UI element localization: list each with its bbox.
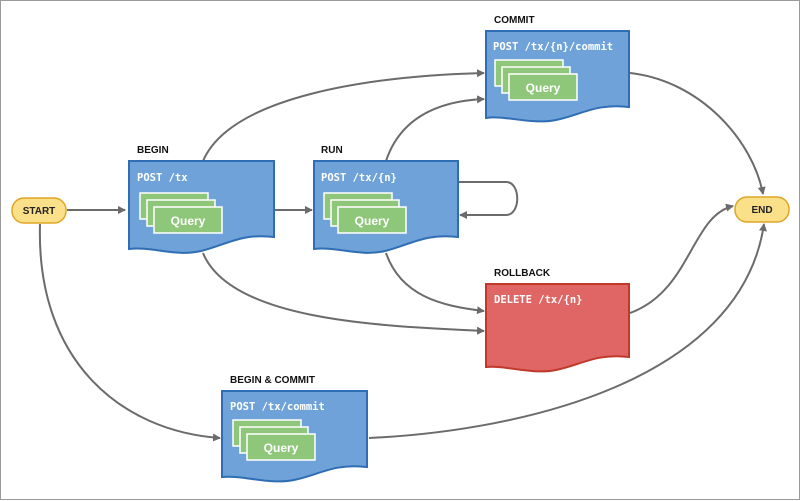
edge-begin-to-rollback xyxy=(202,252,485,335)
begin-commit-node: BEGIN & COMMIT POST /tx/commit Query xyxy=(221,375,368,483)
commit-node: COMMIT POST /tx/{n}/commit Query xyxy=(485,15,630,123)
run-query-stack: Query xyxy=(323,192,407,234)
run-title: RUN xyxy=(321,145,343,156)
edge-commit-to-end xyxy=(629,72,766,195)
run-endpoint: POST /tx/{n} xyxy=(321,172,397,184)
run-node: RUN POST /tx/{n} Query xyxy=(313,145,459,254)
start-node: START xyxy=(11,197,67,224)
rollback-endpoint: DELETE /tx/{n} xyxy=(494,294,583,306)
commit-query-label: Query xyxy=(526,81,561,95)
begin-commit-query-label: Query xyxy=(264,441,299,455)
commit-endpoint: POST /tx/{n}/commit xyxy=(493,41,613,53)
edge-run-self-loop xyxy=(458,181,519,219)
begin-node: BEGIN POST /tx Query xyxy=(128,145,275,254)
commit-title: COMMIT xyxy=(494,15,535,26)
begin-commit-query-stack: Query xyxy=(232,419,316,461)
begin-query-label: Query xyxy=(171,214,206,228)
edge-rollback-to-end xyxy=(629,203,734,314)
begin-title: BEGIN xyxy=(137,145,169,156)
end-label: END xyxy=(751,205,772,216)
edge-start-to-begin-commit xyxy=(38,223,221,442)
begin-endpoint: POST /tx xyxy=(137,172,188,184)
edge-begin-commit-to-end xyxy=(368,223,767,439)
run-query-label: Query xyxy=(355,214,390,228)
begin-commit-endpoint: POST /tx/commit xyxy=(230,401,325,413)
commit-query-stack: Query xyxy=(494,59,578,101)
start-label: START xyxy=(23,206,56,217)
begin-commit-title: BEGIN & COMMIT xyxy=(230,375,315,386)
edge-run-to-rollback xyxy=(385,252,485,315)
begin-query-stack: Query xyxy=(139,192,223,234)
rollback-node: ROLLBACK DELETE /tx/{n} xyxy=(485,268,630,373)
rollback-box xyxy=(485,283,630,373)
connectors xyxy=(38,69,767,442)
edge-begin-to-commit xyxy=(202,69,485,162)
edge-run-to-commit xyxy=(385,95,485,162)
rollback-title: ROLLBACK xyxy=(494,268,551,279)
end-node: END xyxy=(734,196,790,223)
